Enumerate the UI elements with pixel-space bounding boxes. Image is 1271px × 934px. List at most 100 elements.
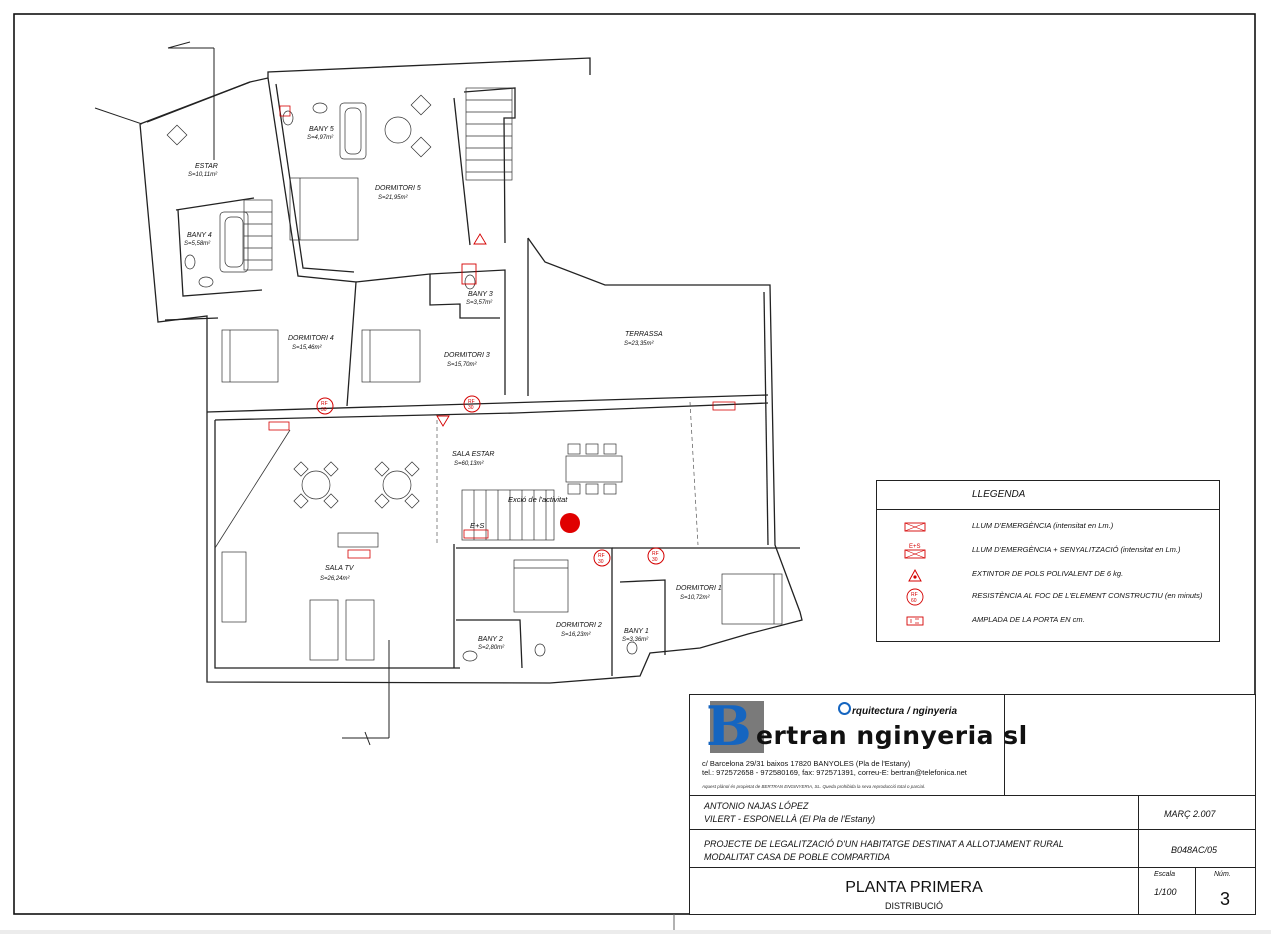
- drawing-date: MARÇ 2.007: [1164, 809, 1216, 819]
- stairs-central: [461, 489, 555, 541]
- room-name: BANY 1: [624, 628, 649, 635]
- rf-value: 30: [468, 405, 474, 411]
- client-name: ANTONIO NAJAS LÓPEZ: [704, 801, 809, 811]
- legend-es-symbol: E+S: [909, 544, 921, 550]
- number-label: Núm.: [1214, 871, 1231, 878]
- project-description-line2: MODALITAT CASA DE POBLE COMPARTIDA: [704, 852, 891, 862]
- room-name: BANY 5: [309, 126, 334, 133]
- legend-item-label: LLUM D'EMERGÈNCIA + SENYALITZACIÓ (inten…: [972, 545, 1181, 554]
- sofas: [221, 532, 379, 661]
- rf-label: RF: [321, 401, 328, 407]
- legend-item-label: AMPLADA DE LA PORTA EN cm.: [972, 615, 1085, 624]
- room-area: S=4,97m²: [307, 135, 334, 141]
- room-area: S=26,24m²: [320, 576, 351, 582]
- sheet-title: PLANTA PRIMERA: [845, 879, 983, 896]
- company-address: c/ Barcelona 29/31 baixos 17820 BANYOLES…: [702, 759, 911, 768]
- title-block: B rquitectura / nginyeria ertran nginyer…: [689, 694, 1256, 915]
- room-name: ESTAR: [195, 163, 218, 170]
- copyright-note: Aquest plànol és propietat de BERTRAN EN…: [702, 784, 926, 789]
- emergency-sign-light-icon: E+S: [904, 544, 926, 559]
- fire-resistance-markers: [316, 395, 665, 567]
- extinguishers: [436, 233, 487, 427]
- room-area: S=3,57m²: [466, 300, 493, 306]
- legend-rf-value: 60: [911, 598, 917, 604]
- sheet-number: 3: [1220, 889, 1231, 909]
- room-name: DORMITORI 2: [556, 622, 602, 629]
- section-marker-top: [167, 41, 215, 160]
- scale-value: 1/100: [1154, 887, 1177, 897]
- legend-item: E+S LLUM D'EMERGÈNCIA + SENYALITZACIÓ (i…: [877, 541, 1219, 561]
- legend-item: LLUM D'EMERGÈNCIA (intensitat en Lm.): [877, 517, 1219, 537]
- dining-tables: [166, 94, 623, 509]
- room-area: S=60,13m²: [454, 461, 485, 467]
- rf-label: RF: [468, 399, 475, 405]
- legend-rf-symbol: RF: [911, 592, 918, 598]
- scale-label: Escala: [1154, 871, 1176, 878]
- legend-title: LLEGENDA: [877, 481, 1219, 510]
- stairs-bany4: [243, 199, 273, 271]
- section-marker-bottom: [342, 640, 390, 746]
- exit-activity-label: Exció de l'activitat: [508, 495, 568, 504]
- emergency-lights: [268, 105, 736, 559]
- room-area: S=23,35m²: [624, 341, 655, 347]
- rf-label: RF: [652, 551, 659, 557]
- stairs-north: [465, 87, 513, 181]
- company-name: ertran nginyeria sl: [756, 721, 1028, 750]
- emergency-light-icon: [904, 522, 926, 532]
- logo-b-icon: B: [706, 694, 752, 758]
- logo-square: [710, 701, 764, 753]
- building-walls: [139, 57, 803, 684]
- rf-value: 30: [652, 557, 658, 563]
- rf-value: 30: [321, 407, 327, 413]
- tagline-text: rquitectura / nginyeria: [852, 706, 958, 717]
- sheet-frame: [13, 13, 1256, 915]
- es-label: E+S: [470, 521, 484, 530]
- company-logo-area: B rquitectura / nginyeria ertran nginyer…: [690, 694, 1027, 795]
- legend-item-label: EXTINTOR DE POLS POLIVALENT DE 6 kg.: [972, 569, 1124, 578]
- extinguisher-icon: [908, 568, 922, 582]
- legend-item-label: LLUM D'EMERGÈNCIA (intensitat en Lm.): [972, 521, 1114, 530]
- room-area: S=10,11m²: [188, 172, 218, 178]
- room-area: S=15,46m²: [292, 345, 323, 351]
- room-name: BANY 3: [468, 291, 493, 298]
- company-tagline: rquitectura / nginyeria: [838, 702, 957, 717]
- room-name: DORMITORI 4: [288, 335, 334, 342]
- room-labels: ESTAR S=10,11m² BANY 5 S=4,97m² DORMITOR…: [184, 126, 722, 651]
- legend: LLEGENDA LLUM D'EMERGÈNCIA (intensitat e…: [876, 480, 1220, 642]
- company-contact: tel.: 972572658 - 972580169, fax: 972571…: [702, 768, 967, 777]
- room-name: SALA ESTAR: [452, 451, 494, 458]
- project-code: B048AC/05: [1171, 845, 1218, 855]
- room-area: S=10,72m²: [680, 595, 711, 601]
- tagline-a-icon: [838, 702, 851, 715]
- room-name: SALA TV: [325, 565, 355, 572]
- door-width-icon: [906, 616, 924, 626]
- room-area: S=21,95m²: [378, 195, 409, 201]
- beds: [221, 177, 783, 625]
- room-area: S=5,58m²: [184, 241, 211, 247]
- legend-item: AMPLADA DE LA PORTA EN cm.: [877, 611, 1219, 631]
- room-name: TERRASSA: [625, 331, 663, 338]
- legend-item: EXTINTOR DE POLS POLIVALENT DE 6 kg.: [877, 565, 1219, 585]
- sanitary: [184, 102, 638, 662]
- fire-resistance-labels: RF 30 RF 30 RF 30 RF 30: [321, 399, 659, 565]
- client-location: VILERT - ESPONELLÀ (El Pla de l'Estany): [704, 814, 876, 824]
- legend-item-label: RESISTÈNCIA AL FOC DE L'ELEMENT CONSTRUC…: [972, 591, 1203, 600]
- room-name: DORMITORI 5: [375, 185, 421, 192]
- sheet-subtitle: DISTRIBUCIÓ: [884, 901, 943, 911]
- exit-marker-icon: [560, 513, 580, 533]
- bathtubs: [219, 102, 367, 273]
- room-name: DORMITORI 1: [676, 585, 722, 592]
- legend-item: RF 60 RESISTÈNCIA AL FOC DE L'ELEMENT CO…: [877, 587, 1219, 607]
- room-area: S=3,36m²: [622, 637, 649, 643]
- fire-resistance-icon: RF 60: [906, 588, 924, 606]
- rf-value: 30: [598, 559, 604, 565]
- project-description-line1: PROJECTE DE LEGALITZACIÓ D'UN HABITATGE …: [704, 839, 1064, 849]
- room-name: DORMITORI 3: [444, 352, 490, 359]
- room-name: BANY 4: [187, 232, 212, 239]
- room-name: BANY 2: [478, 636, 503, 643]
- rf-label: RF: [598, 553, 605, 559]
- room-area: S=16,23m²: [561, 632, 592, 638]
- room-area: S=2,80m²: [478, 645, 505, 651]
